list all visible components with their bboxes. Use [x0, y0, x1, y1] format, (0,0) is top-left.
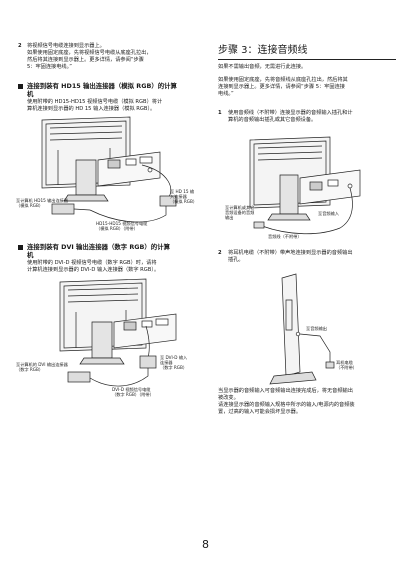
- audio-out-label-line2: 音频设备的音频: [225, 210, 255, 215]
- hd15-cable-label-line1: HD15-HD15 视频信号电缆: [96, 221, 148, 226]
- hd15-input-label-line1: 至 HD 15 输: [170, 189, 195, 194]
- audio-out-label-line3: 输出: [225, 215, 234, 220]
- dvi-cable-label-line1: DVI-D 视频信号电缆: [112, 387, 151, 392]
- step2-line4: 5：牢固连接电线。”: [27, 64, 72, 70]
- item1-line2: 算机的音频输出插孔或其它音频设备。: [228, 117, 317, 123]
- dvi-input-label-line2: 连接器: [160, 360, 173, 365]
- audio-out-label-line1: 至计算机或其它: [225, 205, 255, 210]
- headphone-label-line2: （不附带）: [336, 365, 357, 370]
- step2-line3: 然后将其连接到显示器上。更多详情，请参阅“步骤: [27, 57, 144, 63]
- dvi-input-label-line1: 至 DVI-D 输入: [160, 355, 188, 360]
- item2-number: 2: [218, 250, 222, 256]
- note-line1: 当显示器的音频输入可音频输出连接完成后，将无音频输出: [218, 388, 353, 394]
- hd15-input-label-line3: （模拟 RGB）: [170, 199, 198, 204]
- step3-para-line3: 电线。”: [218, 91, 234, 97]
- step3-title: 步骤 3：连接音频线: [218, 45, 308, 56]
- audio-output-label: 至音频输出: [306, 326, 327, 331]
- section1-bullet: [18, 84, 23, 89]
- note-line4: 置，过高的输入可能会损坏显示器。: [218, 409, 302, 415]
- hd15-input-label-line2: 入连接器: [170, 194, 187, 199]
- step2-line1: 将视频信号电缆连接到显示器上。: [27, 43, 105, 49]
- hd15-pc-label-line2: （模拟 RGB）: [16, 203, 44, 208]
- headphone-label-line1: 耳机电缆: [336, 360, 353, 365]
- section1-desc-line2: 算机连接到显示器的 HD 15 输入连接器（模拟 RGB）。: [27, 106, 156, 112]
- section2-bullet: [18, 245, 23, 250]
- note-line2: 被改变。: [218, 395, 239, 401]
- section1-title-line1: 连接到装有 HD15 输出连接器（模拟 RGB）的计算: [27, 82, 177, 90]
- page-number: 8: [202, 538, 209, 551]
- note-line3: 请连接显示器的音频输入规格中所示的输入/电源内的音频装: [218, 402, 355, 408]
- section2-desc-line1: 使用附带的 DVI-D 视频信号电缆（数字 RGB）时，请将: [27, 260, 157, 266]
- dvi-pc-label-line2: （数字 RGB）: [16, 367, 44, 372]
- section1-title-line2: 机: [27, 90, 34, 98]
- section2-title-line2: 机: [27, 251, 34, 259]
- audio-in-label: 至音频输入: [318, 211, 339, 216]
- audio-cable-label: 音频线（不附带）: [268, 234, 302, 239]
- dvi-input-label-line3: （数字 RGB）: [160, 365, 188, 370]
- step3-intro: 如果不需输出音频，无需进行此连接。: [218, 64, 307, 70]
- title-rule: [218, 59, 396, 60]
- item1-line1: 使用音频线（不附带）连接显示器的音频输入插孔和计: [228, 110, 353, 116]
- item2-line1: 将耳机电缆（不附带）带声地连接到显示器的音频输出: [228, 250, 353, 256]
- section1-desc-line1: 使用附带的 HD15-HD15 视频信号电缆（模拟 RGB）将计: [27, 99, 163, 105]
- dvi-cable-label-line2: （数字 RGB）（附带）: [112, 392, 154, 397]
- step2-number: 2: [18, 43, 22, 49]
- hd15-pc-label-line1: 至计算机 HD15 输出连接器: [16, 198, 69, 203]
- item2-line2: 插孔。: [228, 257, 244, 263]
- step3-para-line2: 连接到显示器上。更多详情，请参阅“步骤 5：牢固连接: [218, 84, 345, 90]
- section2-title-line1: 连接到装有 DVI 输出连接器（数字 RGB）的计算: [27, 243, 170, 251]
- hd15-cable-label-line2: （模拟 RGB）（附带）: [96, 226, 138, 231]
- step2-line2: 如果使用固定底座，先将视频信号电缆从底座孔拉出，: [27, 50, 152, 56]
- section2-desc-line2: 计算机连接到显示器的 DVI-D 输入连接器（数字 RGB）。: [27, 267, 160, 273]
- dvi-pc-label-line1: 至计算机的 DVI 输出连接器: [16, 362, 68, 367]
- item1-number: 1: [218, 110, 222, 116]
- step3-para-line1: 如果使用固定底座，先将音频线从底座孔拉出，然后将其: [218, 77, 348, 83]
